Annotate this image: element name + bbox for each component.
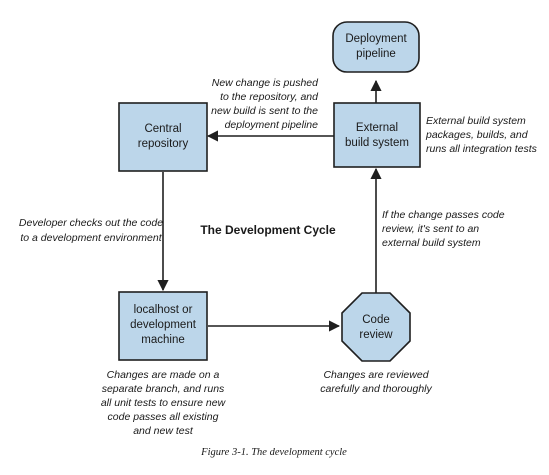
note-new-change-line-3: new build is sent to the [211, 105, 318, 117]
central-repository-label-2: repository [138, 138, 189, 150]
note-developer-line-1: Developer checks out the code [19, 217, 163, 229]
deployment-pipeline-label-2: pipeline [356, 48, 396, 60]
external-build-system-node: External build system [333, 102, 421, 168]
external-build-label-1: External [356, 122, 398, 134]
note-branch-line-3: all unit tests to ensure new [101, 397, 227, 409]
note-developer-line-2: to a development environment [20, 232, 162, 244]
note-change-passes-review: If the change passes code review, it's s… [382, 209, 505, 249]
figure-caption: Figure 3-1. The development cycle [200, 447, 347, 458]
central-repository-node: Central repository [118, 102, 208, 172]
note-passes-review-line-1: If the change passes code [382, 209, 505, 221]
note-branch-line-2: separate branch, and runs [102, 383, 225, 395]
note-branch-line-5: and new test [133, 425, 194, 437]
localhost-label-2: development [130, 319, 197, 331]
localhost-label-1: localhost or [134, 304, 193, 316]
code-review-label-2: review [359, 329, 393, 341]
code-review-node: Code review [341, 292, 411, 362]
localhost-label-3: machine [141, 334, 184, 346]
deployment-pipeline-node: Deployment pipeline [332, 21, 420, 73]
note-external-build-line-3: runs all integration tests [426, 143, 538, 155]
note-developer-checks-out: Developer checks out the code to a devel… [19, 217, 163, 244]
note-branch-line-4: code passes all existing [108, 411, 219, 423]
note-new-change-line-4: deployment pipeline [225, 119, 319, 131]
note-reviewed-line-1: Changes are reviewed [323, 369, 429, 381]
note-passes-review-line-2: review, it's sent to an [382, 223, 479, 235]
note-new-change-pushed: New change is pushed to the repository, … [211, 77, 319, 131]
note-reviewed-line-2: carefully and thoroughly [320, 383, 432, 395]
note-new-change-line-2: to the repository, and [220, 91, 319, 103]
central-repository-label-1: Central [144, 123, 181, 135]
note-changes-on-branch: Changes are made on a separate branch, a… [101, 369, 227, 437]
localhost-node: localhost or development machine [118, 291, 208, 361]
external-build-label-2: build system [345, 137, 409, 149]
note-branch-line-1: Changes are made on a [107, 369, 220, 381]
note-external-build-line-2: packages, builds, and [425, 129, 529, 141]
note-passes-review-line-3: external build system [382, 237, 481, 249]
note-external-build-line-1: External build system [426, 115, 526, 127]
deployment-pipeline-label-1: Deployment [345, 33, 407, 45]
note-changes-reviewed: Changes are reviewed carefully and thoro… [320, 369, 432, 395]
code-review-label-1: Code [362, 314, 390, 326]
note-new-change-line-1: New change is pushed [212, 77, 319, 89]
note-external-build-desc: External build system packages, builds, … [425, 115, 538, 155]
diagram-title: The Development Cycle [200, 223, 336, 237]
